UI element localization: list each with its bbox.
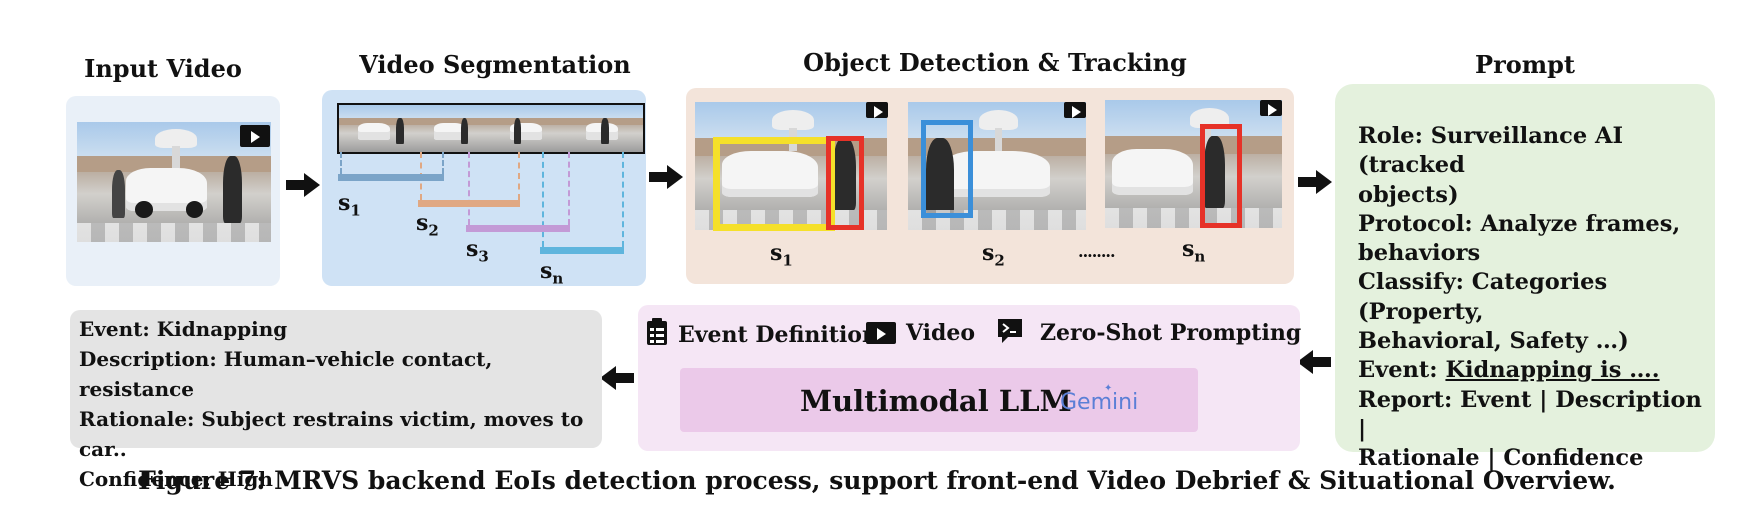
frame-label-sn: sn [1182, 236, 1206, 266]
segment-label-s3: s3 [466, 236, 489, 266]
video-play-icon [866, 102, 888, 119]
segment-marker [340, 152, 342, 174]
video-icon [866, 322, 896, 344]
segment-bar-s3 [466, 225, 570, 232]
segment-marker [518, 152, 520, 200]
output-text-block: Event: Kidnapping Description: Human–veh… [79, 314, 599, 494]
output-rationale-line: Rationale: Subject restrains victim, mov… [79, 407, 584, 461]
segment-bar-s1 [338, 174, 444, 181]
segment-bar-s2 [418, 200, 520, 207]
prompt-line: Behavioral, Safety …) [1358, 328, 1629, 355]
input-video-title: Input Video [84, 54, 242, 83]
input-video-frame [77, 122, 271, 242]
segment-marker [468, 152, 470, 225]
output-description-line: Description: Human–vehicle contact, resi… [79, 347, 493, 401]
red-tracking-box [1200, 124, 1242, 228]
clipboard-icon [647, 318, 667, 345]
prompt-line: Protocol: Analyze frames, [1358, 210, 1681, 237]
segment-label-sn: sn [540, 258, 564, 288]
video-label: Video [906, 320, 976, 346]
prompt-title: Prompt [1475, 50, 1575, 79]
prompt-line: Classify: Categories (Property, [1358, 269, 1608, 325]
prompt-line: behaviors [1358, 240, 1481, 267]
blue-tracking-box [921, 120, 973, 218]
prompt-event-line: Event: Kidnapping is …. [1358, 357, 1660, 384]
segment-marker [568, 152, 570, 225]
prompt-line: Rationale | Confidence [1358, 445, 1644, 472]
frame-label-s2: s2 [982, 240, 1005, 270]
segment-marker [622, 152, 624, 247]
frame-ellipsis: ........ [1078, 242, 1116, 261]
segment-label-s1: s1 [338, 190, 361, 220]
red-tracking-box [826, 136, 864, 230]
frame-label-s1: s1 [770, 240, 793, 270]
arrow-left-icon [1297, 350, 1331, 374]
video-frame-strip [337, 103, 645, 154]
video-segmentation-title: Video Segmentation [359, 50, 631, 79]
object-detection-title: Object Detection & Tracking [803, 48, 1187, 77]
segment-bar-sn [540, 247, 624, 254]
multimodal-llm-label: Multimodal LLM [800, 384, 1072, 418]
segment-marker [542, 152, 544, 247]
llm-model-box [680, 368, 1198, 432]
prompt-event-value: Kidnapping is …. [1445, 357, 1660, 384]
prompt-line: Role: Surveillance AI (tracked [1358, 123, 1623, 179]
output-event-line: Event: Kidnapping [79, 317, 288, 341]
video-play-icon [1064, 102, 1086, 119]
arrow-right-icon [649, 165, 683, 189]
video-play-icon [1260, 100, 1282, 117]
arrow-left-icon [600, 366, 634, 390]
figure-caption: Figure 7: MRVS backend EoIs detection pr… [138, 466, 1616, 495]
prompt-text-block: Role: Surveillance AI (tracked objects) … [1358, 122, 1708, 474]
output-panel [70, 310, 602, 448]
arrow-right-icon [286, 173, 320, 197]
event-definition-label: Event Definition [678, 322, 878, 348]
prompt-line: Report: Event | Description | [1358, 386, 1702, 442]
detection-frame-s1 [695, 102, 887, 230]
arrow-right-icon [1298, 170, 1332, 194]
gemini-logo: Gemini [1060, 390, 1139, 415]
prompt-line: objects) [1358, 181, 1459, 208]
segment-label-s2: s2 [416, 210, 439, 240]
sparkle-icon: ✦ [1104, 383, 1113, 394]
prompt-panel [1335, 84, 1715, 452]
detection-frame-sn [1105, 100, 1282, 228]
zero-shot-prompting-label: Zero-Shot Prompting [1040, 320, 1302, 346]
terminal-chat-icon [998, 319, 1022, 343]
video-play-icon [240, 125, 270, 147]
output-confidence-line: Confidence: High [79, 467, 273, 491]
detection-frame-s2 [908, 102, 1086, 230]
segment-marker [442, 152, 444, 174]
yellow-tracking-box [713, 137, 835, 231]
